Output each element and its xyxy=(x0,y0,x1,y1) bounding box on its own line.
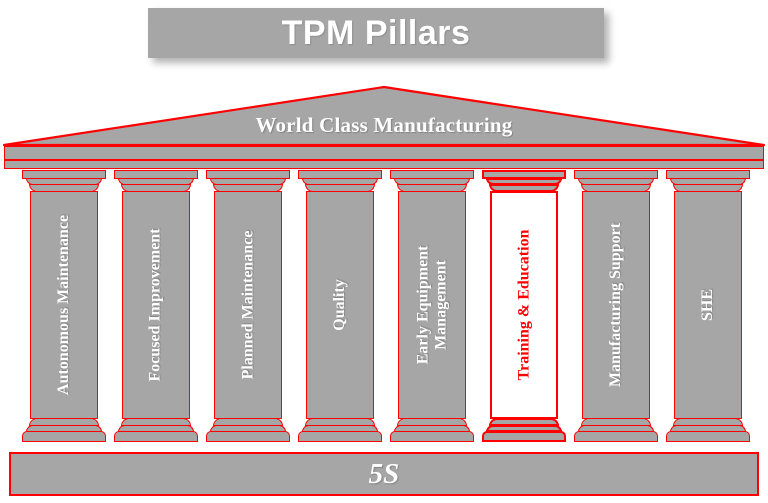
pillar-label: SHE xyxy=(699,288,717,322)
pillar-training-and-education[interactable]: Training & Education xyxy=(482,170,566,450)
pillar-label: Autonomous Maintenance xyxy=(55,214,73,396)
foundation-bar: 5S xyxy=(9,452,759,496)
pillar-label: Manufacturing Support xyxy=(607,222,625,388)
pillar-early-equipment-management[interactable]: Early Equipment Management xyxy=(390,170,474,450)
pillar-focused-improvement[interactable]: Focused Improvement xyxy=(114,170,198,450)
pillar-base-slab xyxy=(206,431,290,442)
pillar-shaft: Focused Improvement xyxy=(122,191,190,419)
entablature-lower-bar xyxy=(4,160,764,169)
pillar-label: Early Equipment Management xyxy=(414,245,449,365)
pillar-shaft: Quality xyxy=(306,191,374,419)
pillar-shaft: Early Equipment Management xyxy=(398,191,466,419)
pillar-label: Quality xyxy=(331,279,349,331)
pillar-autonomous-maintenance[interactable]: Autonomous Maintenance xyxy=(22,170,106,450)
diagram-title-box: TPM Pillars xyxy=(148,8,604,58)
pillar-shaft: SHE xyxy=(674,191,742,419)
pillar-base-slab xyxy=(482,431,566,442)
pillar-manufacturing-support[interactable]: Manufacturing Support xyxy=(574,170,658,450)
pillar-label: Focused Improvement xyxy=(147,228,165,382)
pillar-she[interactable]: SHE xyxy=(666,170,750,450)
pillar-shaft: Training & Education xyxy=(490,191,558,419)
pillar-base-slab xyxy=(574,431,658,442)
pillar-shaft: Planned Maintenance xyxy=(214,191,282,419)
pillar-base-slab xyxy=(666,431,750,442)
entablature-upper-bar xyxy=(4,146,764,160)
pillar-base-slab xyxy=(298,431,382,442)
pillar-shaft: Manufacturing Support xyxy=(582,191,650,419)
pillar-planned-maintenance[interactable]: Planned Maintenance xyxy=(206,170,290,450)
pillar-label: Planned Maintenance xyxy=(239,230,257,380)
pillar-base-slab xyxy=(22,431,106,442)
pillar-quality[interactable]: Quality xyxy=(298,170,382,450)
pillar-label: Training & Education xyxy=(515,229,533,381)
pediment-triangle-icon xyxy=(2,85,766,147)
pillar-base-slab xyxy=(114,431,198,442)
pediment-roof xyxy=(0,85,768,148)
diagram-title: TPM Pillars xyxy=(281,14,471,52)
pillar-base-slab xyxy=(390,431,474,442)
pillar-shaft: Autonomous Maintenance xyxy=(30,191,98,419)
foundation-label: 5S xyxy=(368,457,400,490)
